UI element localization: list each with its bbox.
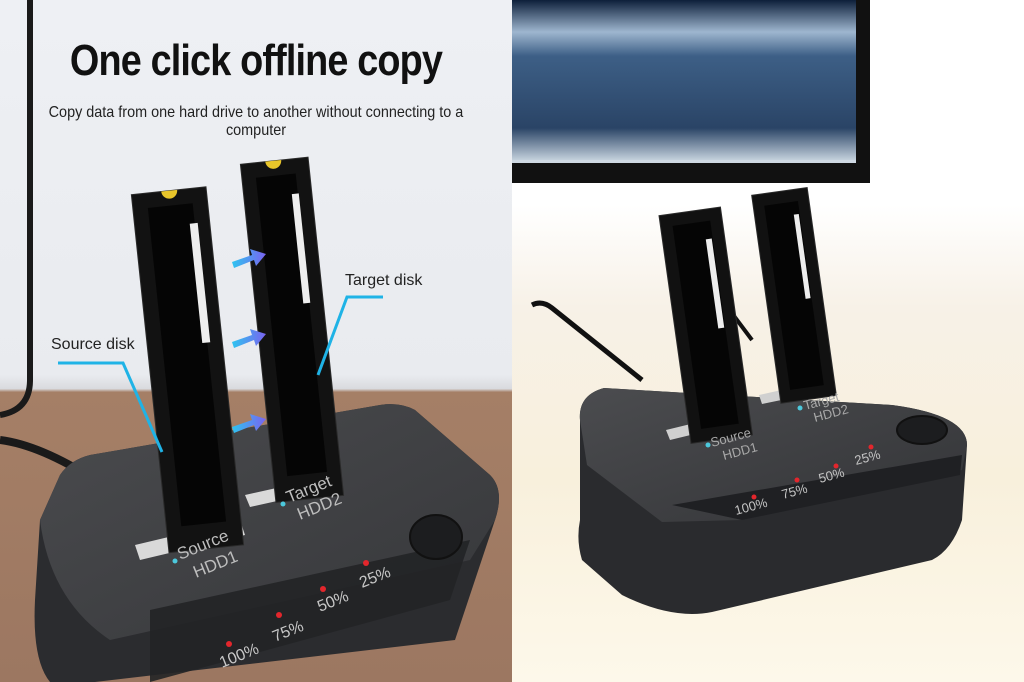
led-25 [868, 444, 874, 450]
led-label-25: 25% [853, 447, 882, 468]
led-75 [794, 477, 800, 483]
source-ssd [130, 186, 245, 554]
monitor [512, 0, 870, 183]
led-50 [833, 463, 839, 469]
led-100 [751, 494, 757, 500]
clone-dock-left [34, 404, 500, 682]
target-callout-line [316, 295, 383, 376]
led-75 [276, 612, 282, 618]
power-cable [0, 0, 33, 418]
right-product-panel: Source HDD1 Target HDD2 100% 75% 50% 25% [512, 0, 1024, 682]
headline: One click offline copy [69, 36, 443, 85]
left-product-panel: One click offline copy Copy data from on… [0, 0, 512, 682]
source-slot-led [172, 558, 178, 564]
source-slot-led [705, 442, 711, 448]
arrow-icon [232, 329, 266, 348]
target-ssd [751, 186, 837, 404]
source-callout-line [58, 361, 164, 453]
subheadline: Copy data from one hard drive to another… [48, 104, 464, 139]
source-ssd [658, 206, 753, 444]
led-50 [320, 586, 326, 592]
clone-dock-right [578, 382, 967, 614]
led-100 [226, 641, 232, 647]
led-label-75: 75% [780, 481, 809, 502]
left-illustration: Source HDD1 Target HDD2 100% 75% 50% 25% [0, 0, 500, 682]
clone-button[interactable] [896, 415, 948, 445]
right-illustration: Source HDD1 Target HDD2 100% 75% 50% 25% [512, 0, 967, 614]
arrow-icon [232, 249, 266, 268]
arrow-icon [232, 414, 266, 433]
led-label-50: 50% [817, 465, 846, 486]
clone-button[interactable] [409, 514, 463, 560]
target-disk-callout: Target disk [345, 272, 423, 289]
usb-cable [530, 300, 644, 382]
target-slot-led [797, 405, 803, 411]
target-ssd [239, 156, 345, 503]
source-disk-callout: Source disk [51, 336, 135, 353]
target-slot-led [280, 501, 286, 507]
copy-arrows [232, 249, 266, 433]
led-25 [363, 560, 369, 566]
